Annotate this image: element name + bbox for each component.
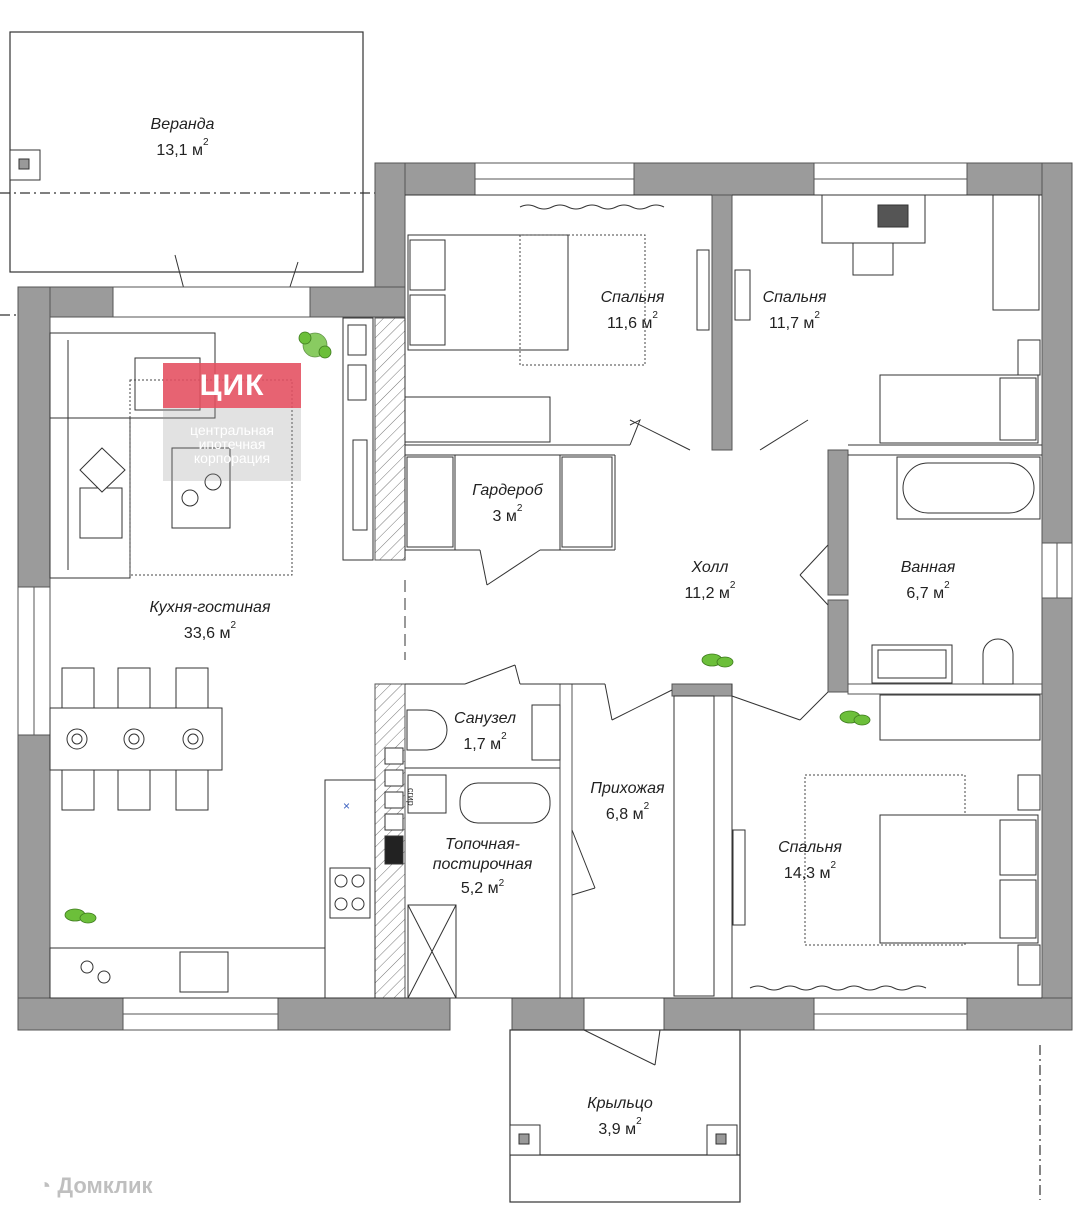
room-bedroom-2: Спальня 11,7 м2 <box>722 285 867 337</box>
bathtub-icon <box>896 456 1041 520</box>
room-area: 3 м <box>492 508 517 525</box>
stamp-line: ипотечная <box>198 436 266 452</box>
unit-sup: 2 <box>729 580 736 591</box>
stamp-line: центральная <box>190 422 274 438</box>
unit-sup: 2 <box>643 801 650 812</box>
room-name: Спальня <box>778 839 842 856</box>
room-area: 11,2 м <box>684 585 730 602</box>
column-icon <box>509 1124 738 1156</box>
stamp-line: корпорация <box>193 450 271 466</box>
unit-sup: 2 <box>501 731 507 742</box>
room-bedroom-1: Спальня 11,6 м2 <box>560 285 705 337</box>
room-name: Прихожая <box>590 780 665 797</box>
toilet-icon <box>982 638 1014 685</box>
room-bedroom-3: Спальня 14,3 м2 <box>740 835 880 887</box>
room-wc: Санузел 1,7 м2 <box>425 706 545 758</box>
stair-steps <box>384 747 404 865</box>
closet-icon <box>404 249 710 443</box>
room-wardrobe: Гардероб 3 м2 <box>440 478 575 530</box>
room-area: 1,7 м <box>463 736 502 753</box>
room-bathroom: Ванная 6,7 м2 <box>858 555 998 607</box>
veranda-outline <box>0 31 375 316</box>
room-area: 3,9 м <box>598 1121 637 1138</box>
closet-icon <box>879 694 1041 741</box>
room-porch: Крыльцо 3,9 м2 <box>555 1091 685 1143</box>
room-name: Кухня-гостиная <box>149 599 271 616</box>
unit-sup: 2 <box>516 503 523 514</box>
column-icon <box>9 149 41 181</box>
room-hallway: Прихожая 6,8 м2 <box>565 776 690 828</box>
room-area: 33,6 м <box>183 625 231 642</box>
room-name: Гардероб <box>472 482 543 499</box>
company-stamp: ЦИК центральная ипотечная корпорация <box>163 363 301 481</box>
closet-icon <box>734 194 1040 321</box>
room-area: 11,6 м <box>607 315 653 332</box>
room-veranda: Веранда 13,1 м2 <box>110 112 255 164</box>
room-kitchen: Кухня-гостиная 33,6 м2 <box>130 595 290 647</box>
closet-icon <box>673 695 746 997</box>
plant-icon <box>298 331 332 359</box>
room-area: 6,8 м <box>605 806 644 823</box>
room-name: Ванная <box>900 559 956 576</box>
room-name: Веранда <box>150 116 215 133</box>
stamp-logo: ЦИК <box>163 363 301 408</box>
unit-sup: 2 <box>652 310 658 321</box>
room-area: 13,1 м <box>156 142 204 159</box>
room-name: Спальня <box>762 289 827 306</box>
curtain-icon <box>749 985 927 991</box>
room-name: Санузел <box>453 710 517 727</box>
room-hall: Холл 11,2 м2 <box>640 555 780 607</box>
room-area: 14,3 м <box>783 865 831 882</box>
curtain-icon <box>519 204 665 210</box>
room-name: Спальня <box>600 289 665 306</box>
x-mark: × <box>343 799 350 813</box>
room-boiler: Топочная- постирочная 5,2 м2 <box>405 835 560 899</box>
unit-sup: 2 <box>830 860 837 871</box>
sink-icon <box>871 644 953 684</box>
windows <box>17 162 1073 1031</box>
coffee-table-icon <box>171 447 231 529</box>
unit-sup: 2 <box>636 1116 642 1127</box>
toilet-icon <box>406 704 561 761</box>
unit-sup: 2 <box>944 580 950 591</box>
room-name: Холл <box>691 559 729 576</box>
bed-icon <box>879 339 1041 444</box>
room-area: 11,7 м <box>769 315 815 332</box>
porch-outline <box>509 1029 1041 1203</box>
unit-sup: 2 <box>230 620 237 631</box>
exterior-walls <box>17 162 1073 1031</box>
bathtub-icon <box>459 782 551 824</box>
interior-lines <box>50 194 1042 999</box>
unit-sup: 2 <box>498 878 505 889</box>
watermark-text: Домклик <box>57 1173 153 1198</box>
watermark-icon: ◔ <box>38 1173 58 1198</box>
unit-sup: 2 <box>203 137 209 148</box>
room-name: Крыльцо <box>587 1095 653 1112</box>
room-area: 6,7 м <box>906 585 945 602</box>
kitchen-counter-icon <box>49 779 376 999</box>
desk-icon <box>821 194 926 276</box>
room-name: Топочная- постирочная <box>432 836 533 873</box>
shelf-icon <box>342 317 374 561</box>
plant-icon <box>64 653 871 924</box>
rug-icon <box>519 234 646 366</box>
appliance-icon <box>407 774 457 999</box>
room-area: 5,2 м <box>460 880 499 897</box>
dryer-label: сгир <box>406 788 416 806</box>
unit-sup: 2 <box>814 310 820 321</box>
wardrobe-racks <box>406 456 613 548</box>
door-swings <box>464 418 829 1066</box>
bed-icon <box>879 774 1041 986</box>
armchair-icon <box>79 447 126 539</box>
dining-table-icon <box>49 667 223 811</box>
bed-icon <box>407 234 569 351</box>
watermark: ◔ Домклик <box>38 1173 153 1199</box>
